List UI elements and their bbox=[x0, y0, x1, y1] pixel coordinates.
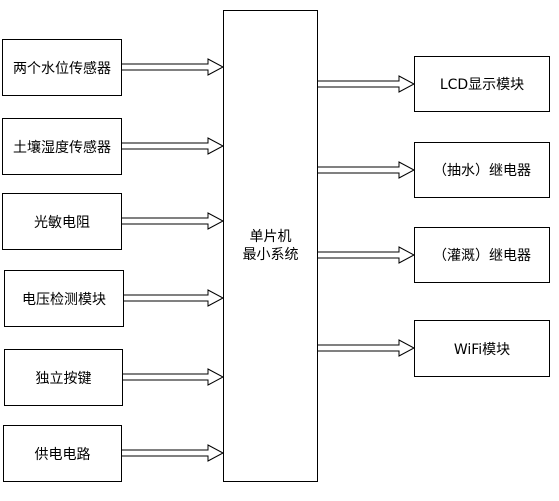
output-arrow-0 bbox=[318, 75, 416, 93]
input-box-power-supply: 供电电路 bbox=[3, 425, 122, 482]
input-arrow-0 bbox=[122, 58, 225, 76]
input-label: 独立按键 bbox=[35, 370, 92, 387]
output-box-irrigation-relay: （灌溉）继电器 bbox=[414, 227, 550, 283]
input-arrow-2 bbox=[122, 212, 225, 230]
output-label: （灌溉）继电器 bbox=[433, 248, 531, 264]
mcu-minimum-system-box: 单片机 最小系统 bbox=[223, 10, 318, 482]
mcu-label-line1: 单片机 bbox=[249, 229, 292, 245]
output-arrow-3 bbox=[318, 339, 416, 357]
output-box-pump-relay: （抽水）继电器 bbox=[414, 142, 550, 198]
input-box-soil-moisture-sensor: 土壤湿度传感器 bbox=[2, 118, 122, 175]
input-label: 供电电路 bbox=[34, 446, 91, 463]
input-label: 两个水位传感器 bbox=[13, 60, 111, 77]
input-arrow-5 bbox=[122, 444, 225, 462]
output-box-wifi-module: WiFi模块 bbox=[414, 320, 550, 377]
input-arrow-4 bbox=[123, 368, 225, 386]
input-label: 光敏电阻 bbox=[34, 214, 90, 231]
input-arrow-3 bbox=[124, 289, 225, 307]
output-label: （抽水）继电器 bbox=[433, 163, 531, 179]
input-label: 土壤湿度传感器 bbox=[13, 139, 111, 156]
input-box-photoresistor: 光敏电阻 bbox=[2, 193, 122, 250]
output-arrow-1 bbox=[318, 161, 416, 179]
input-box-independent-keys: 独立按键 bbox=[4, 349, 123, 406]
input-label: 电压检测模块 bbox=[22, 291, 106, 308]
input-box-voltage-detection: 电压检测模块 bbox=[4, 270, 124, 327]
output-arrow-2 bbox=[318, 246, 416, 264]
input-arrow-1 bbox=[122, 137, 225, 155]
mcu-label-line2: 最小系统 bbox=[242, 247, 299, 263]
output-label: WiFi模块 bbox=[453, 341, 511, 358]
output-box-lcd-display: LCD显示模块 bbox=[414, 56, 550, 112]
input-box-water-level-sensors: 两个水位传感器 bbox=[2, 39, 122, 96]
output-label: LCD显示模块 bbox=[439, 77, 525, 93]
